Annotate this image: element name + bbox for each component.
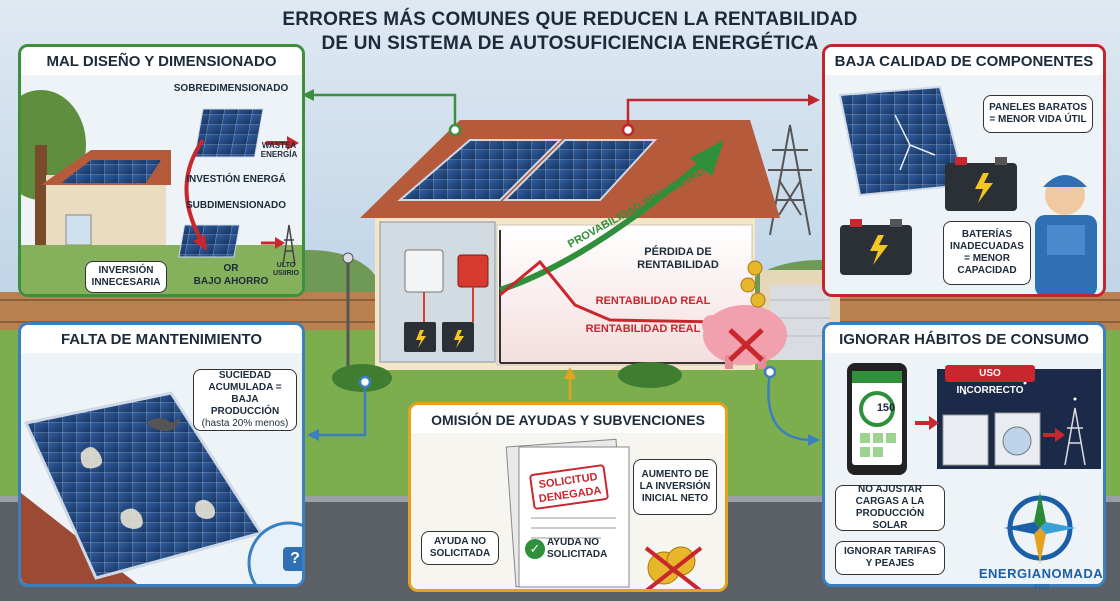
label-subdimensionado: SUBDIMENSIONADO xyxy=(185,200,286,211)
label-ulto: ULTO USIIRIO xyxy=(272,262,300,277)
bubble-inversion: INVERSIÓN INNECESARIA xyxy=(85,261,167,293)
bubble-paneles: PANELES BARATOS = MENOR VIDA ÚTIL xyxy=(983,95,1093,133)
diseno-illustration xyxy=(21,75,302,294)
panel-baja-calidad-title: BAJA CALIDAD DE COMPONENTES xyxy=(825,47,1103,77)
label-bajo-ahorro: BAJO AHORRO xyxy=(193,276,269,287)
panel-baja-calidad: BAJA CALIDAD DE COMPONENTES PANELES BARA… xyxy=(822,44,1106,297)
bubble-aumento: AUMENTO DE LA INVERSIÓN INICIAL NETO xyxy=(633,459,717,515)
brand-sub: .com xyxy=(1032,582,1050,591)
panel-ayudas: OMISIÓN DE AYUDAS Y SUBVENCIONES SOLICIT… xyxy=(408,402,728,592)
label-perdida: PÉRDIDA DE RENTABILIDAD xyxy=(637,246,719,271)
label-real-1: RENTABILIDAD REAL xyxy=(595,295,711,307)
panel-mal-diseno-title: MAL DISEÑO Y DIMENSIONADO xyxy=(21,47,302,77)
brand-name: ENERGIANOMADA xyxy=(978,566,1104,581)
panel-mal-diseno: MAL DISEÑO Y DIMENSIONADO SOBREDIMENSION… xyxy=(18,44,305,297)
panel-habitos-title: IGNORAR HÁBITOS DE CONSUMO xyxy=(825,325,1103,355)
label-investion: INVESTIÓN ENERGÁ xyxy=(186,174,286,185)
page-title: ERRORES MÁS COMUNES QUE REDUCEN LA RENTA… xyxy=(240,8,900,56)
label-wastea: WASTEA ENERGÍA xyxy=(260,141,298,159)
panel-mantenimiento: FALTA DE MANTENIMIENTO SUCIEDAD ACUMULAD… xyxy=(18,322,305,587)
suciedad-text: SUCIEDAD ACUMULADA = BAJA PRODUCCIÓN xyxy=(208,370,282,417)
bubble-ignorar: IGNORAR TARIFAS Y PEAJES xyxy=(835,541,945,575)
phone-value: 150 xyxy=(876,402,896,414)
check-icon: ✓ xyxy=(525,539,545,559)
label-real-2: RENTABILIDAD REAL xyxy=(585,323,701,335)
panel-ayudas-title: OMISIÓN DE AYUDAS Y SUBVENCIONES xyxy=(411,405,725,435)
suciedad-hasta: (hasta 20% menos) xyxy=(201,418,289,429)
bubble-no-ajustar: NO AJUSTAR CARGAS A LA PRODUCCIÓN SOLAR xyxy=(835,484,945,531)
title-line-1: ERRORES MÁS COMUNES QUE REDUCEN LA RENTA… xyxy=(282,9,858,30)
question-mark-icon: ? xyxy=(283,547,302,571)
mantenimiento-illustration xyxy=(21,353,302,584)
panel-habitos: IGNORAR HÁBITOS DE CONSUMO 150 USO INCOR… xyxy=(822,322,1106,587)
brand-logo-icon xyxy=(1004,492,1076,564)
badge-uso-incorrecto: USO INCORRECTO xyxy=(945,365,1035,396)
bubble-ayuda-left: AYUDA NO SOLICITADA xyxy=(421,531,499,565)
label-ayuda-right: AYUDA NO SOLICITADA xyxy=(547,537,608,560)
label-sobredimensionado: SOBREDIMENSIONADO xyxy=(173,83,289,94)
bubble-suciedad: SUCIEDAD ACUMULADA = BAJA PRODUCCIÓN (ha… xyxy=(193,369,297,431)
label-or: OR xyxy=(223,263,239,274)
panel-mantenimiento-title: FALTA DE MANTENIMIENTO xyxy=(21,325,302,355)
title-line-2: DE UN SISTEMA DE AUTOSUFICIENCIA ENERGÉT… xyxy=(321,33,819,54)
bubble-baterias: BATERÍAS INADECUADAS = MENOR CAPACIDAD xyxy=(943,221,1031,285)
